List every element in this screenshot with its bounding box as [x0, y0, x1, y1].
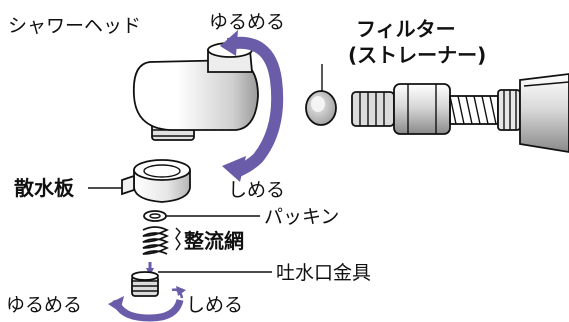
label-loosen-bottom: ゆるめる	[6, 294, 82, 316]
flow-mesh-bracket	[175, 227, 181, 251]
label-shower-head: シャワーヘッド	[8, 15, 141, 37]
outlet-fitting	[131, 271, 159, 297]
label-outlet: 吐水口金具	[276, 262, 371, 284]
shower-head	[132, 42, 259, 141]
label-spray-plate: 散水板	[14, 176, 75, 200]
label-flow-mesh: 整流網	[183, 229, 244, 253]
label-loosen-top: ゆるめる	[209, 11, 285, 33]
rotate-arrow-bottom	[108, 286, 186, 322]
label-filter: フィルター	[356, 17, 456, 41]
spray-plate	[121, 159, 191, 203]
packing-ring	[143, 210, 167, 222]
label-filter-strainer: (ストレーナー)	[348, 43, 486, 67]
label-packing: パッキン	[264, 206, 339, 228]
flow-mesh	[142, 226, 170, 255]
hose-fitting	[351, 73, 569, 153]
label-tighten-bottom: しめる	[186, 294, 243, 316]
label-tighten-top: しめる	[228, 179, 285, 201]
filter-disc	[305, 90, 337, 126]
rotate-arrow-top	[220, 30, 284, 182]
